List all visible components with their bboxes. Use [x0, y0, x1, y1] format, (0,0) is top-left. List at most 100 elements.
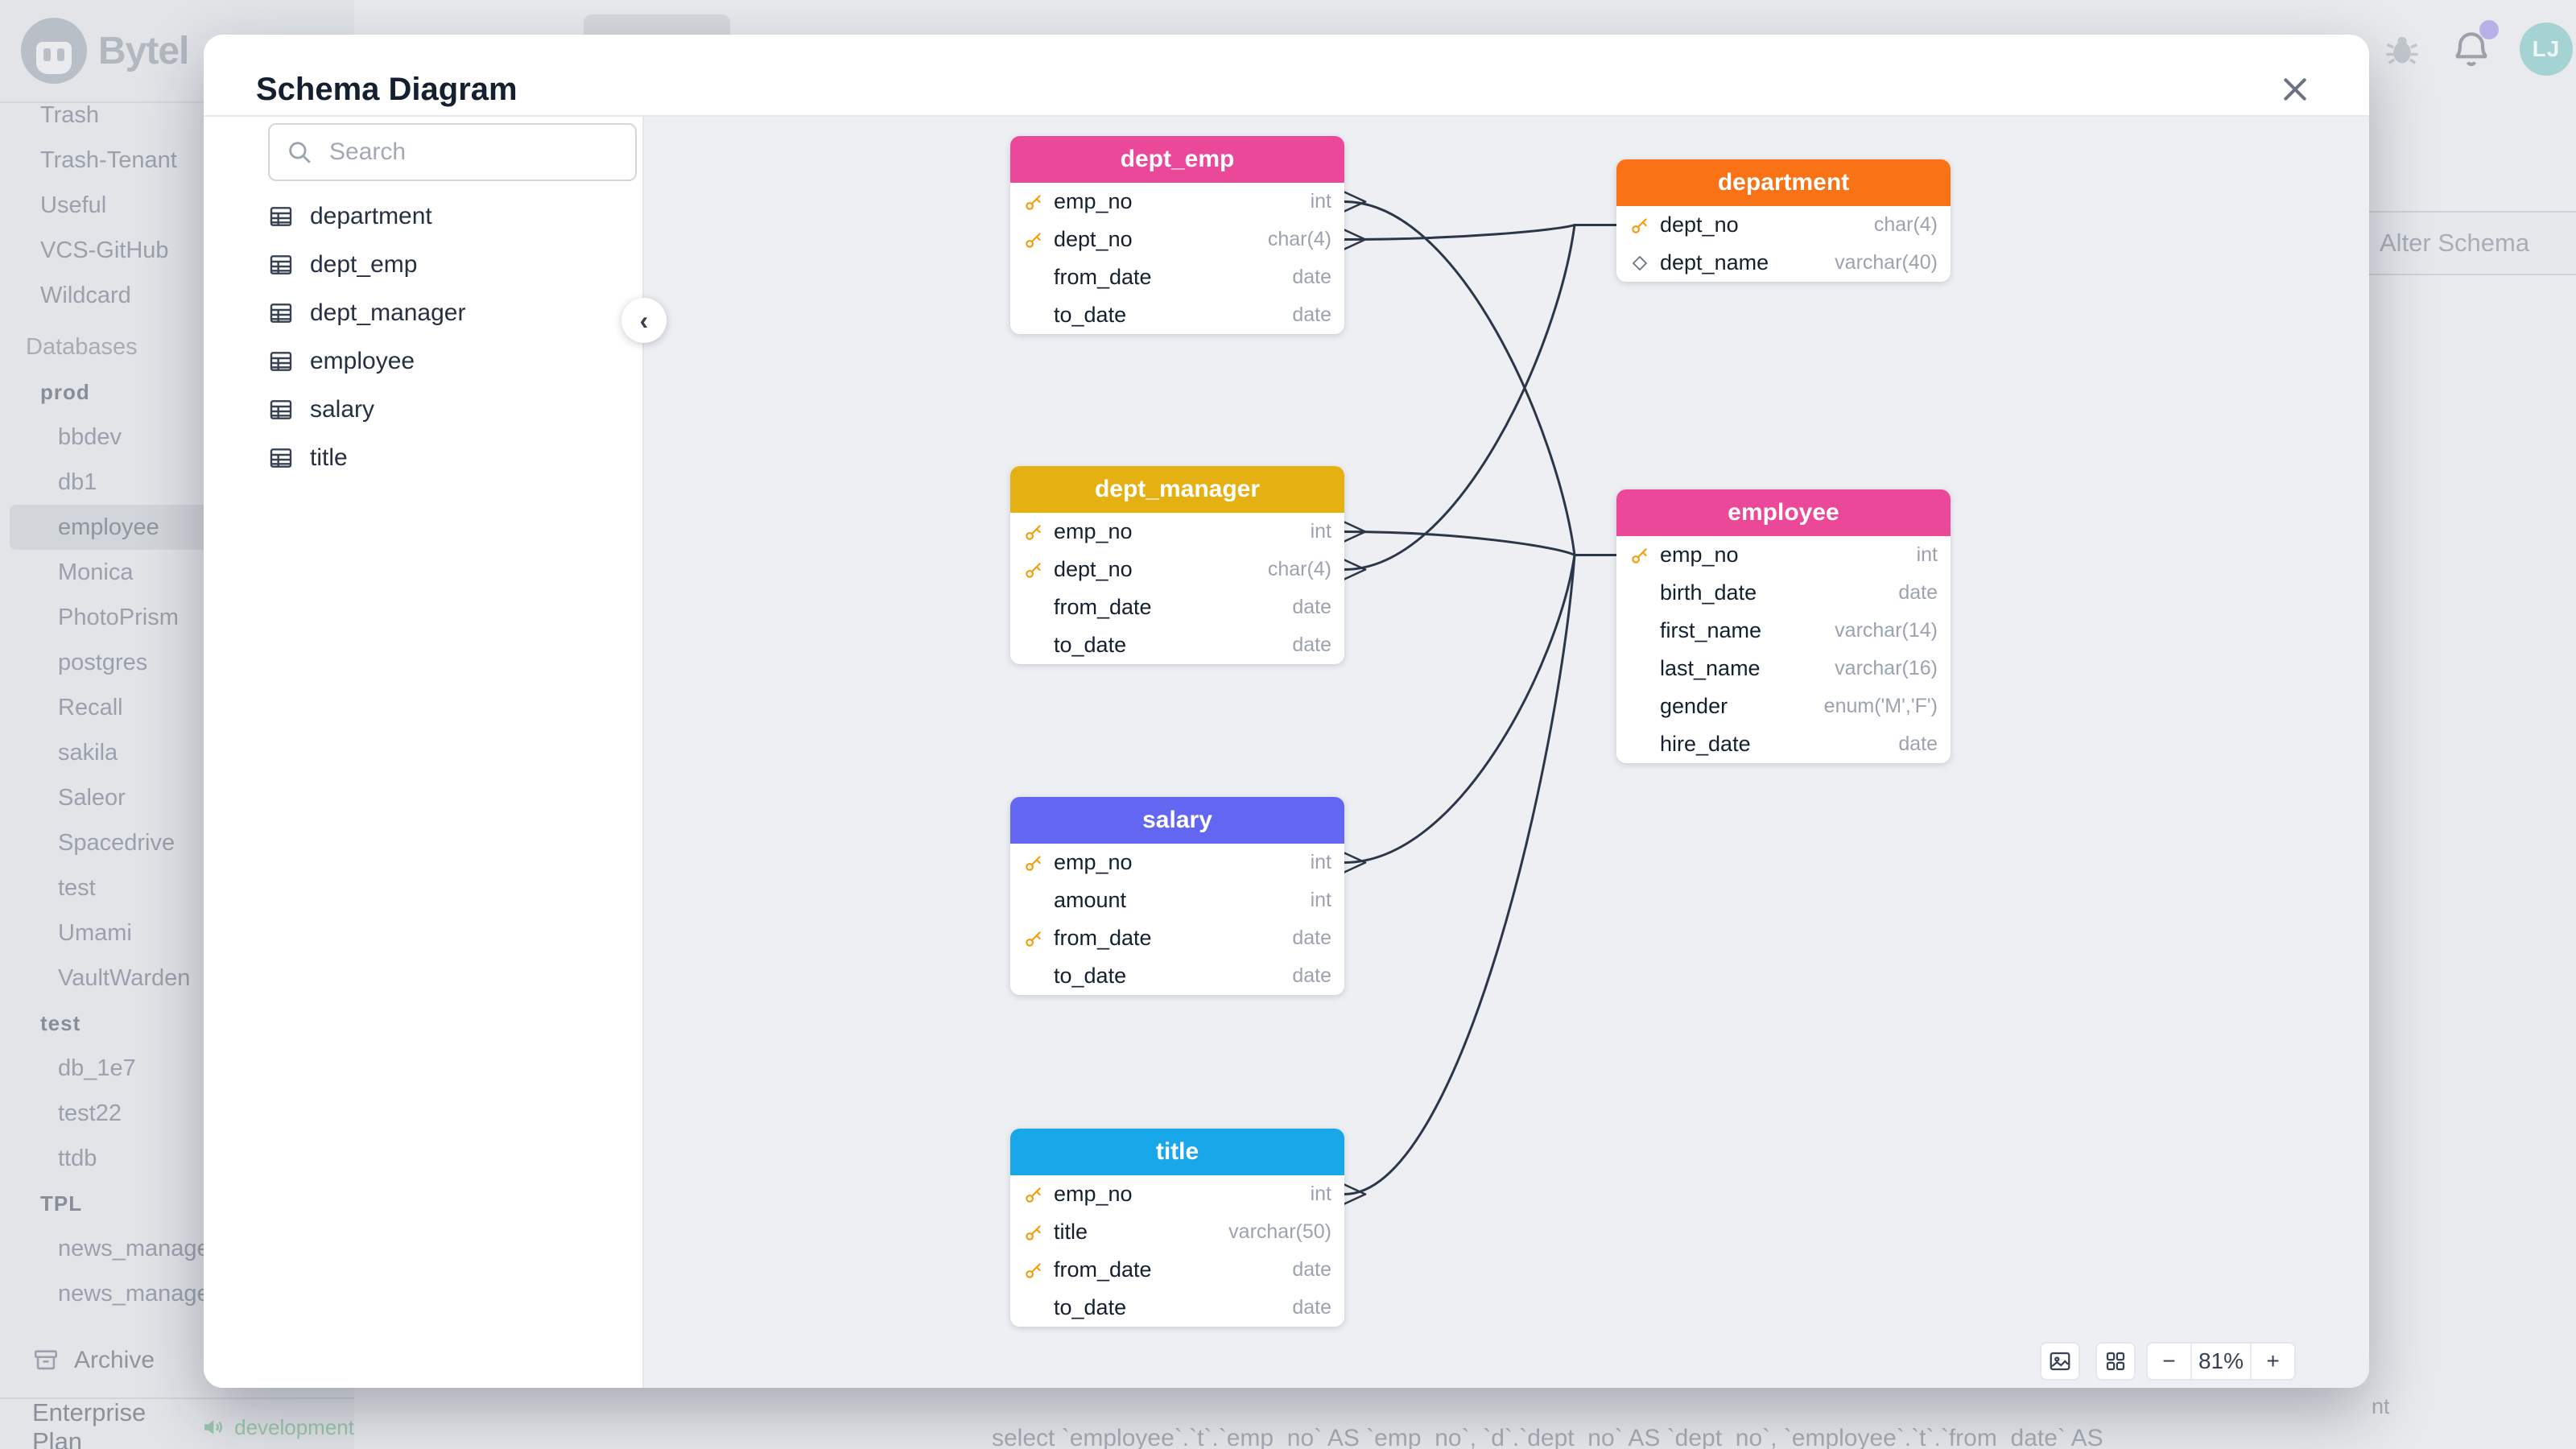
panel-collapse-button[interactable]: ‹ — [621, 298, 667, 343]
background-sql-text: select `employee`.`t`.`emp_no` AS `emp_n… — [992, 1425, 2103, 1449]
table-header: dept_manager — [1010, 466, 1344, 513]
column-name: emp_no — [1054, 850, 1133, 874]
sidebar-item-vcs-github[interactable]: VCS-GitHub — [40, 237, 169, 263]
sidebar-item-news_manage[interactable]: news_manage — [58, 1280, 210, 1307]
table-icon — [268, 300, 294, 326]
key-icon — [1020, 226, 1047, 254]
column-type: date — [1292, 303, 1331, 326]
table-icon — [268, 252, 294, 278]
bytebase-logo-icon — [21, 18, 87, 84]
close-button[interactable] — [2273, 67, 2318, 112]
sidebar-item-useful[interactable]: Useful — [40, 192, 107, 218]
sidebar-item-trash[interactable]: Trash — [40, 101, 100, 128]
table-header: department — [1616, 159, 1951, 206]
speaker-icon — [200, 1415, 225, 1439]
close-icon — [2284, 78, 2306, 101]
sidebar-item-saleor[interactable]: Saleor — [58, 784, 126, 811]
sidebar-divider — [0, 101, 354, 103]
column-row: emp_no int — [1010, 844, 1344, 881]
sidebar-item-trash-tenant[interactable]: Trash-Tenant — [40, 147, 177, 173]
sidebar-item-news_manage[interactable]: news_manage — [58, 1235, 210, 1261]
sidebar-item-test[interactable]: test — [58, 874, 96, 901]
column-type: varchar(14) — [1835, 619, 1938, 642]
edge-path — [1343, 229, 1367, 241]
no-icon — [1020, 1294, 1047, 1322]
export-image-button[interactable] — [2040, 1342, 2080, 1381]
environment-badge: development — [234, 1414, 354, 1439]
sidebar-item-databases[interactable]: Databases — [26, 333, 138, 360]
sidebar-item-test22[interactable]: test22 — [58, 1100, 122, 1126]
sidebar-item-ttdb[interactable]: ttdb — [58, 1145, 97, 1171]
auto-layout-button[interactable] — [2095, 1342, 2136, 1381]
key-icon — [1020, 556, 1047, 584]
column-name: dept_name — [1660, 250, 1769, 275]
app-logo[interactable]: Bytel — [21, 18, 189, 84]
sidebar-item-vaultwarden[interactable]: VaultWarden — [58, 964, 191, 991]
column-type: enum('M','F') — [1823, 695, 1938, 717]
column-type: date — [1898, 733, 1938, 755]
table-list-label: dept_emp — [310, 251, 418, 278]
table-list-item-department[interactable]: department — [204, 192, 642, 241]
key-icon — [1020, 188, 1047, 216]
sidebar-item-postgres[interactable]: postgres — [58, 649, 148, 675]
column-name: birth_date — [1660, 580, 1757, 605]
key-icon — [1626, 212, 1653, 239]
column-name: emp_no — [1054, 519, 1133, 543]
no-icon — [1020, 264, 1047, 291]
sidebar-item-sakila[interactable]: sakila — [58, 739, 118, 766]
zoom-in-button[interactable]: + — [2250, 1344, 2294, 1379]
archive-label: Archive — [74, 1347, 155, 1373]
edge-path — [1343, 238, 1367, 250]
notification-bell[interactable] — [2449, 20, 2499, 72]
key-icon — [1020, 849, 1047, 877]
column-type: int — [1310, 889, 1331, 911]
search-input[interactable]: Search — [268, 123, 637, 181]
edge-path — [1343, 224, 1618, 571]
sidebar-item-bbdev[interactable]: bbdev — [58, 423, 122, 450]
sidebar-item-test[interactable]: test — [40, 1010, 81, 1035]
sidebar-item-archive[interactable]: Archive — [32, 1338, 155, 1383]
bug-icon[interactable] — [2381, 28, 2423, 70]
no-icon — [1020, 887, 1047, 914]
avatar[interactable]: LJ — [2520, 23, 2573, 76]
column-name: from_date — [1054, 926, 1152, 950]
column-name: dept_no — [1054, 557, 1133, 581]
sidebar-item-db1[interactable]: db1 — [58, 469, 97, 495]
background-text-fragment: nt — [2372, 1394, 2390, 1418]
zoom-out-button[interactable]: − — [2162, 1348, 2176, 1373]
sidebar-item-monica[interactable]: Monica — [58, 559, 134, 585]
sidebar-item-photoprism[interactable]: PhotoPrism — [58, 604, 179, 630]
sidebar-item-tpl[interactable]: TPL — [40, 1191, 83, 1216]
table-list-item-dept_emp[interactable]: dept_emp — [204, 241, 642, 289]
zoom-level: 81% — [2190, 1344, 2250, 1379]
table-list-item-dept_manager[interactable]: dept_manager — [204, 289, 642, 337]
table-list-item-salary[interactable]: salary — [204, 386, 642, 434]
sidebar-item-spacedrive[interactable]: Spacedrive — [58, 829, 175, 856]
column-type: int — [1310, 851, 1331, 873]
sidebar-item-umami[interactable]: Umami — [58, 919, 132, 946]
sidebar-item-prod[interactable]: prod — [40, 379, 90, 404]
sidebar-item-db_1e7[interactable]: db_1e7 — [58, 1055, 136, 1081]
sidebar-item-recall[interactable]: Recall — [58, 694, 123, 720]
table-list-item-title[interactable]: title — [204, 434, 642, 482]
table-list-item-employee[interactable]: employee — [204, 337, 642, 386]
sidebar-item-wildcard[interactable]: Wildcard — [40, 282, 131, 308]
